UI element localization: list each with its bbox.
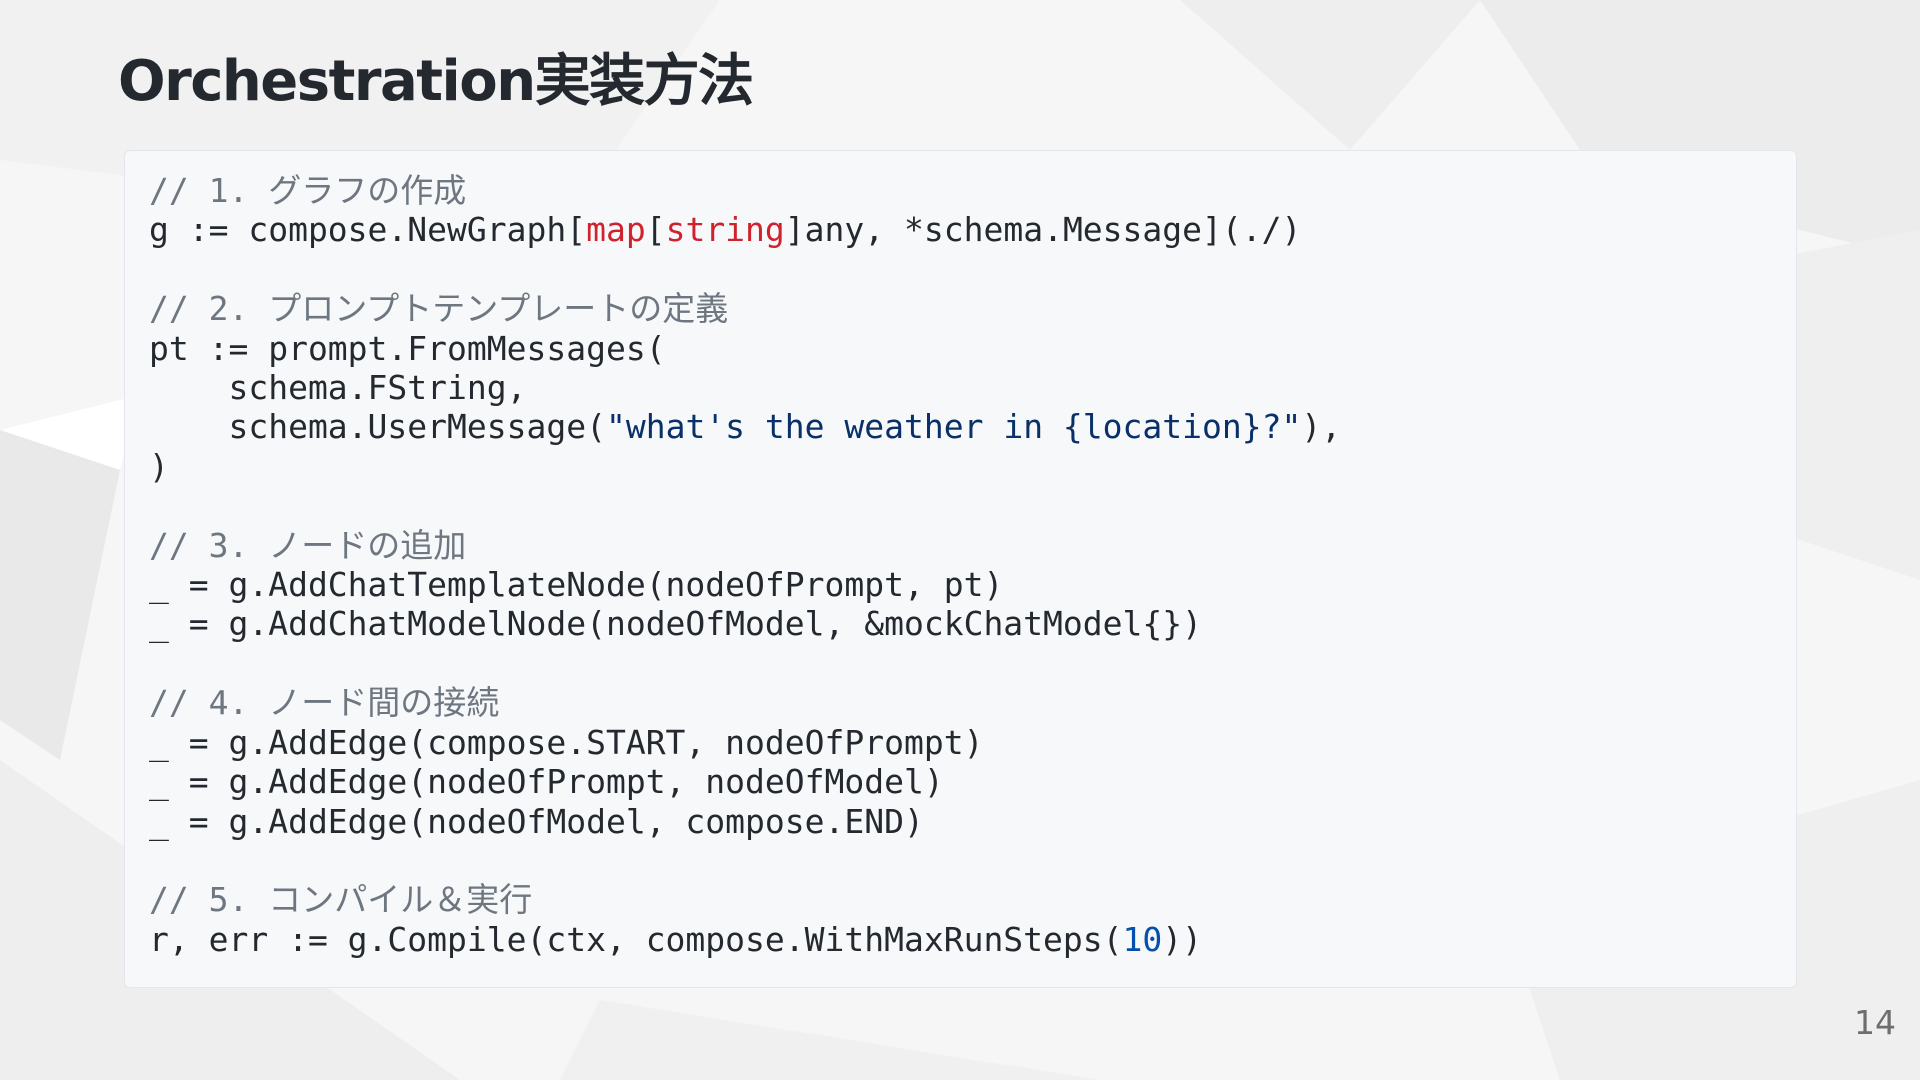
code-token-plain: _ = g.AddEdge(compose.START, nodeOfPromp… [149, 722, 984, 762]
code-line: // 3. ノードの追加 [149, 526, 1772, 565]
code-line: pt := prompt.FromMessages( [149, 329, 1772, 368]
page-number: 14 [1854, 1003, 1896, 1042]
code-line: ​ [149, 841, 1772, 880]
code-line: _ = g.AddChatModelNode(nodeOfModel, &moc… [149, 604, 1772, 643]
code-token-plain: schema.FString, [149, 368, 527, 408]
code-line: g := compose.NewGraph[map[string]any, *s… [149, 210, 1772, 249]
code-line: _ = g.AddEdge(compose.START, nodeOfPromp… [149, 723, 1772, 762]
code-token-plain: [ [645, 210, 666, 250]
code-line: ) [149, 447, 1772, 486]
code-line: // 1. グラフの作成 [149, 171, 1772, 210]
code-token-plain: pt := prompt.FromMessages( [149, 328, 666, 368]
code-token-comment: // 5. コンパイル＆実行 [149, 880, 533, 920]
code-line: r, err := g.Compile(ctx, compose.WithMax… [149, 920, 1772, 959]
code-line: _ = g.AddChatTemplateNode(nodeOfPrompt, … [149, 565, 1772, 604]
slide-title: Orchestration実装方法 [118, 49, 754, 114]
code-line: ​ [149, 644, 1772, 683]
code-token-plain: _ = g.AddEdge(nodeOfModel, compose.END) [149, 801, 924, 841]
code-token-plain: ) [149, 446, 169, 486]
code-token-comment: // 1. グラフの作成 [149, 171, 467, 210]
code-line: _ = g.AddEdge(nodeOfModel, compose.END) [149, 802, 1772, 841]
code-line: _ = g.AddEdge(nodeOfPrompt, nodeOfModel) [149, 762, 1772, 801]
code-line: ​ [149, 486, 1772, 525]
code-token-plain: schema.UserMessage( [149, 407, 606, 447]
code-line: ​ [149, 250, 1772, 289]
code-token-number: 10 [1122, 919, 1163, 959]
code-token-comment: // 2. プロンプトテンプレートの定義 [149, 289, 729, 329]
code-token-comment: // 4. ノード間の接続 [149, 683, 500, 723]
code-line: // 4. ノード間の接続 [149, 683, 1772, 722]
code-token-plain: _ = g.AddEdge(nodeOfPrompt, nodeOfModel) [149, 762, 944, 802]
code-token-plain: r, err := g.Compile(ctx, compose.WithMax… [149, 919, 1123, 959]
code-line: // 5. コンパイル＆実行 [149, 880, 1772, 919]
code-token-string: "what's the weather in {location}?" [605, 407, 1302, 447]
code-token-keyword: string [665, 210, 785, 250]
code-line: schema.FString, [149, 368, 1772, 407]
code-token-plain: _ = g.AddChatTemplateNode(nodeOfPrompt, … [149, 565, 1004, 605]
code-token-plain: ), [1301, 407, 1342, 447]
code-token-plain: _ = g.AddChatModelNode(nodeOfModel, &moc… [149, 604, 1202, 644]
code-token-plain: )) [1162, 919, 1203, 959]
code-token-keyword: map [586, 210, 646, 250]
code-token-plain: g := compose.NewGraph[ [149, 210, 587, 250]
code-line: // 2. プロンプトテンプレートの定義 [149, 289, 1772, 328]
code-token-comment: // 3. ノードの追加 [149, 525, 467, 565]
code-line: schema.UserMessage("what's the weather i… [149, 407, 1772, 446]
code-token-plain: ]any, *schema.Message](./) [784, 210, 1302, 250]
